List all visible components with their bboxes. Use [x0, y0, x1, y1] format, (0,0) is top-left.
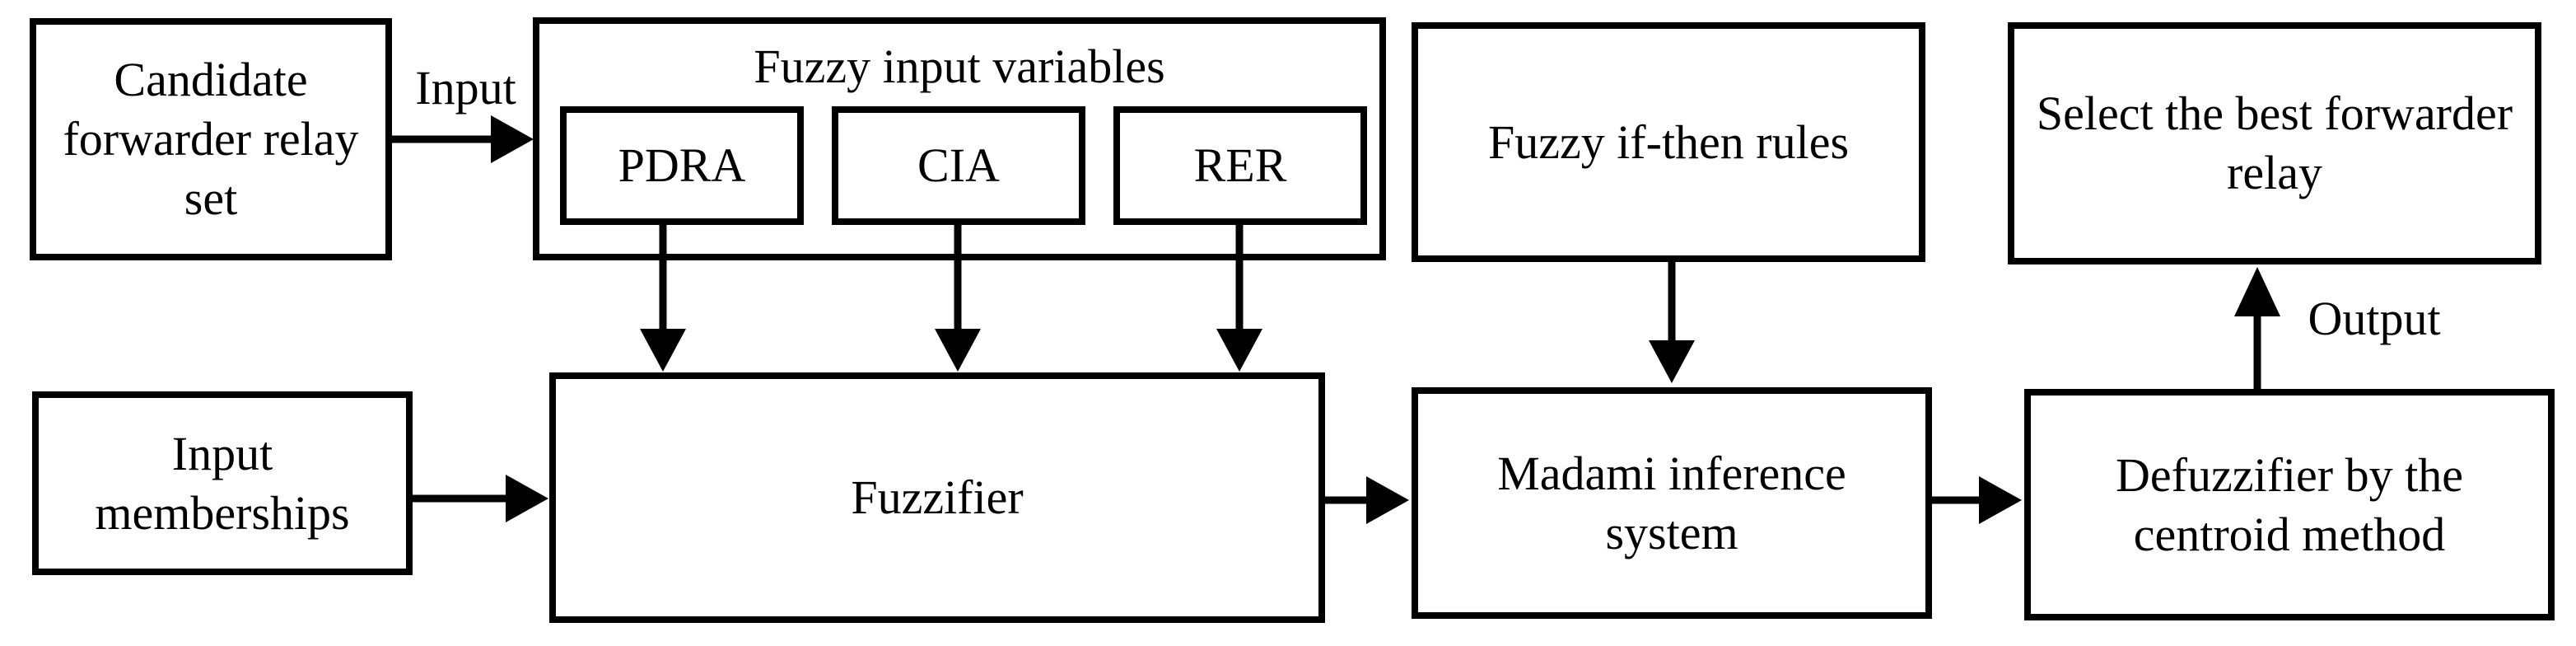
node-cia: CIA [832, 106, 1085, 225]
select-best-forwarder-relay-label: Select the best forwarder relay [2036, 87, 2513, 199]
edge-label-output: Output [2308, 292, 2441, 345]
node-select-best-forwarder-relay: Select the best forwarder relay [2008, 22, 2541, 264]
rer-label: RER [1193, 138, 1287, 193]
candidate-forwarder-relay-set-label: Candidate forwarder relay set [63, 53, 359, 225]
node-rer: RER [1113, 106, 1367, 225]
fuzzy-if-then-rules-label: Fuzzy if-then rules [1487, 115, 1850, 169]
arrow-rules-to-inference [1649, 260, 1695, 383]
node-fuzzy-if-then-rules: Fuzzy if-then rules [1412, 22, 1925, 262]
arrow-output [2234, 267, 2280, 391]
node-fuzzifier: Fuzzifier [549, 372, 1325, 623]
fuzzifier-label: Fuzzifier [851, 470, 1024, 525]
defuzzifier-centroid-method-label: Defuzzifier by the centroid method [2116, 447, 2463, 561]
edge-label-input: Input [415, 61, 516, 115]
node-input-memberships: Input memberships [32, 391, 413, 575]
arrow-inference-to-defuzzifier [1930, 476, 2022, 524]
node-defuzzifier-centroid-method: Defuzzifier by the centroid method [2024, 389, 2555, 620]
madami-inference-system-label: Madami inference system [1497, 446, 1846, 559]
node-pdra: PDRA [560, 106, 804, 225]
arrow-input [390, 115, 534, 163]
node-candidate-forwarder-relay-set: Candidate forwarder relay set [30, 18, 392, 260]
node-madami-inference-system: Madami inference system [1412, 387, 1932, 619]
pdra-label: PDRA [618, 138, 746, 193]
cia-label: CIA [917, 138, 1000, 193]
fuzzy-input-variables-title: Fuzzy input variables [754, 40, 1165, 93]
arrow-fuzzifier-to-inference [1323, 476, 1409, 524]
input-memberships-label: Input memberships [95, 426, 350, 540]
arrow-memberships-to-fuzzifier [411, 475, 548, 522]
